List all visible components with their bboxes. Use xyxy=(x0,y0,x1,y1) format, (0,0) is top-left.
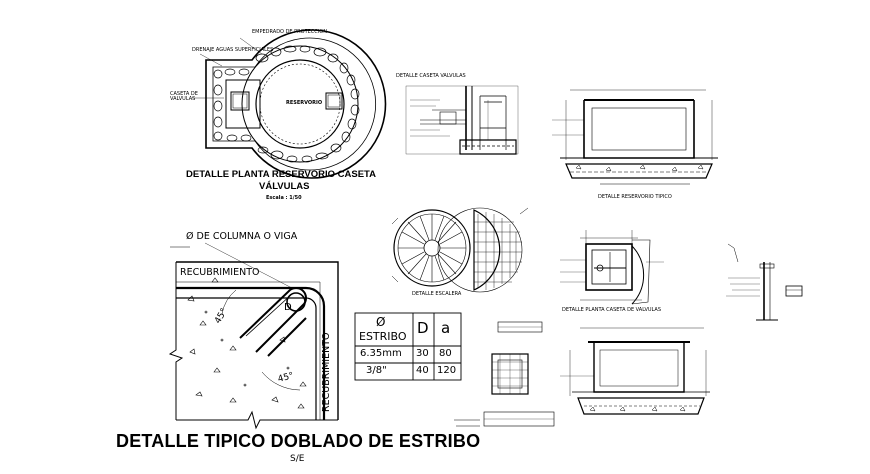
table-row-2-D: 40 xyxy=(416,365,429,376)
corte-reservorio-drawing xyxy=(552,89,718,185)
table-row-2-a: 120 xyxy=(437,365,457,376)
caption-escalera: DETALLE ESCALERA xyxy=(412,291,462,297)
table-header-D: D xyxy=(417,319,429,337)
main-subtitle: S/E xyxy=(290,454,305,464)
caption-detalle-caseta: DETALLE CASETA VALVULAS xyxy=(396,73,466,79)
label-caseta: CASETA DE VALVULAS xyxy=(170,91,198,102)
escalera-circular-drawing xyxy=(391,207,529,293)
table-header-symbol: Ø xyxy=(376,315,386,329)
table-row-2-estribo: 3/8" xyxy=(366,365,387,376)
label-recubrimiento-v: RECUBRIMIENTO xyxy=(321,332,332,413)
label-columna: Ø DE COLUMNA O VIGA xyxy=(186,231,298,242)
table-row-1-a: 80 xyxy=(439,348,452,359)
caption-planta-caseta: DETALLE PLANTA CASETA DE VALVULAS xyxy=(562,307,662,313)
detalle-tapa-drawing xyxy=(726,243,803,321)
planta-caseta-drawing xyxy=(560,230,664,305)
label-reservorio: RESERVORIO xyxy=(286,100,323,106)
table-row-1-D: 30 xyxy=(416,348,429,359)
corte-caseta-inferior-drawing xyxy=(560,327,710,415)
table-header-estribo: ESTRIBO xyxy=(359,330,407,343)
planta-title-line1: DETALLE PLANTA RESERVORIO CASETA xyxy=(186,169,377,180)
label-stirrup-D: D xyxy=(284,302,292,313)
table-header-a: a xyxy=(441,319,451,337)
caption-detalle-reservorio: DETALLE RESERVORIO TIPICO xyxy=(598,194,672,200)
label-recubrimiento-h: RECUBRIMIENTO xyxy=(180,267,260,278)
detalle-estribo-drawing xyxy=(168,242,339,430)
label-drenaje: DRENAJE AGUAS SUPERFICIALES xyxy=(192,47,274,53)
estribo-table-frame xyxy=(354,312,462,381)
main-title: DETALLE TIPICO DOBLADO DE ESTRIBO xyxy=(116,431,481,451)
table-row-1-estribo: 6.35mm xyxy=(360,348,402,359)
label-empedrado: EMPEDRADO DE PROTECCION xyxy=(252,29,327,35)
detalle-buzon-drawing xyxy=(454,321,555,427)
planta-title-line2: VÁLVULAS xyxy=(259,181,310,192)
planta-reservorio-drawing xyxy=(192,29,387,179)
corte-caseta-drawing xyxy=(405,85,519,155)
planta-scale: Escala : 1/50 xyxy=(266,195,302,201)
